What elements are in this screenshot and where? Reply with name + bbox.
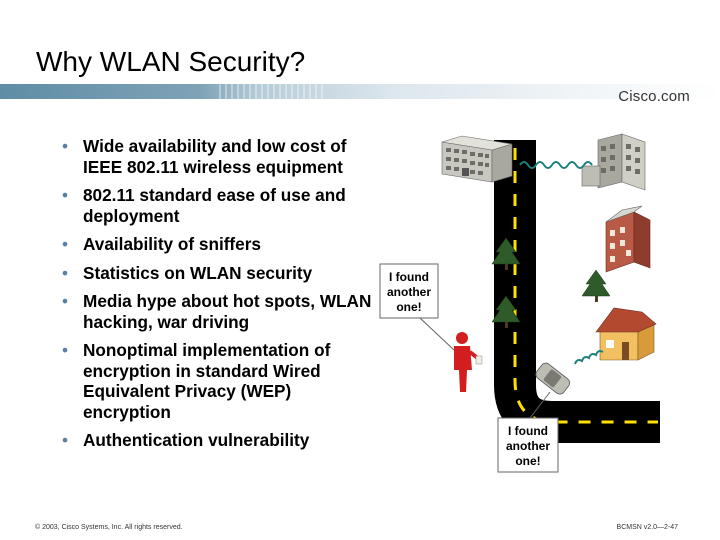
speech-bubble-car: I found another one!: [497, 391, 559, 473]
bubble-line: one!: [396, 300, 421, 314]
speech-bubble-person: I found another one!: [379, 263, 455, 351]
copyright-footer: © 2003, Cisco Systems, Inc. All rights r…: [35, 524, 183, 531]
bubble-line: another: [387, 285, 431, 299]
brick-building-icon: [605, 205, 651, 273]
bullet-item: Wide availability and low cost of IEEE 8…: [62, 136, 382, 177]
bubble-line: another: [506, 439, 550, 453]
bullet-list: Wide availability and low cost of IEEE 8…: [62, 136, 382, 459]
bullet-item: Availability of sniffers: [62, 234, 382, 255]
tree-icon: [581, 269, 611, 302]
apartment-building-icon: [581, 133, 646, 191]
bullet-item: Statistics on WLAN security: [62, 263, 382, 284]
person-icon: [454, 332, 483, 392]
bubble-line: I found: [389, 270, 429, 284]
car-icon: [535, 362, 571, 395]
bullet-item: 802.11 standard ease of use and deployme…: [62, 185, 382, 226]
bubble-line: one!: [515, 454, 540, 468]
bullet-item: Media hype about hot spots, WLAN hacking…: [62, 291, 382, 332]
bubble-line: I found: [508, 424, 548, 438]
tree-icon: [491, 295, 521, 328]
slide-title: Why WLAN Security?: [36, 46, 306, 77]
wireless-signal-icon: [574, 350, 604, 365]
slide-number-footer: BCMSN v2.0—2-47: [616, 524, 678, 531]
bullet-item: Authentication vulnerability: [62, 430, 382, 451]
office-building-icon: [441, 135, 513, 183]
war-driving-illustration: I found another one! I found another one…: [379, 133, 660, 473]
house-icon: [595, 307, 657, 361]
cisco-brand-logo: Cisco.com: [618, 88, 690, 105]
title-bar: [0, 84, 720, 100]
wireless-signal-icon: [519, 161, 593, 169]
bullet-item: Nonoptimal implementation of encryption …: [62, 340, 382, 422]
tree-icon: [491, 237, 521, 270]
